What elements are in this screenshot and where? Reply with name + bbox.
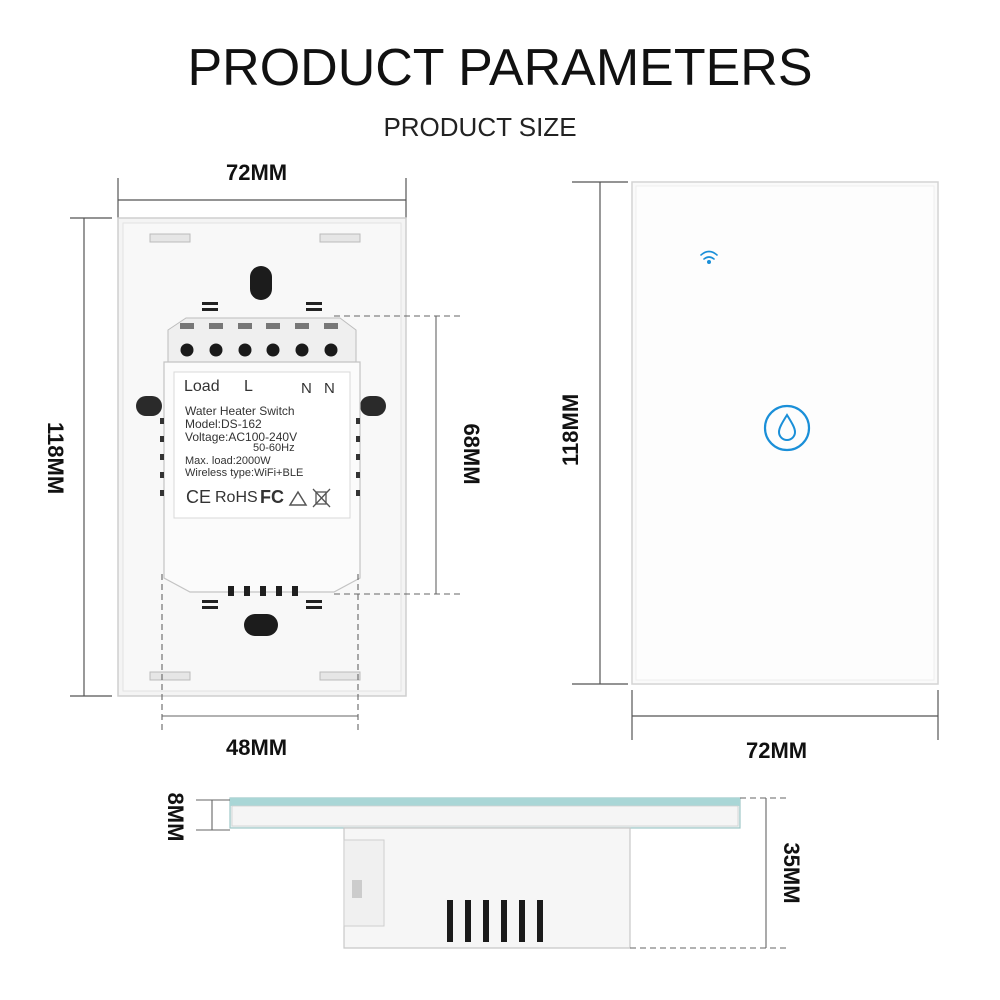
rohs-mark: RoHS	[215, 489, 258, 506]
glass-thickness-label: 8MM	[163, 792, 188, 842]
label-wireless-type: Wireless type:WiFi+BLE	[185, 467, 304, 479]
back-width-label: 72MM	[226, 160, 288, 185]
terminal-label-n2: N	[324, 380, 335, 397]
switch-module-body	[160, 361, 361, 596]
depth-dimension-line	[630, 797, 786, 949]
label-frequency: 50-60Hz	[253, 442, 295, 454]
terminal-label-n1: N	[301, 380, 312, 397]
label-max-load: Max. load:2000W	[185, 455, 271, 467]
back-height-label: 118MM	[43, 422, 68, 495]
page-title: PRODUCT PARAMETERS	[187, 39, 813, 97]
house-icon	[288, 490, 308, 506]
front-height-label: 118MM	[558, 393, 583, 466]
ce-mark: CE	[186, 487, 212, 507]
inner-height-label: 68MM	[459, 423, 484, 485]
side-view	[229, 797, 741, 949]
wifi-icon	[700, 250, 718, 264]
front-glass-panel	[631, 181, 939, 685]
back-width-dimension-line	[117, 178, 407, 218]
crossed-bin-icon	[312, 488, 331, 508]
back-height-dimension-line	[70, 217, 112, 697]
glass-thickness-dimension-line	[196, 799, 230, 831]
inner-width-label: 48MM	[226, 735, 288, 760]
front-width-dimension-line	[631, 690, 939, 740]
inner-height-dimension-line	[334, 315, 460, 595]
label-model: Model:DS-162	[185, 417, 262, 431]
front-width-label: 72MM	[746, 738, 808, 763]
label-product-name: Water Heater Switch	[185, 404, 295, 418]
terminal-label-load: Load	[184, 378, 220, 395]
label-voltage: Voltage:AC100-240V	[185, 430, 298, 444]
water-drop-icon	[763, 404, 811, 452]
depth-label: 35MM	[779, 842, 804, 904]
terminal-block	[167, 317, 357, 363]
inner-width-dimension-line	[161, 574, 359, 732]
page-subtitle: PRODUCT SIZE	[383, 112, 577, 142]
terminal-label-l: L	[244, 378, 253, 395]
front-height-dimension-line	[572, 181, 628, 685]
fc-mark: FC	[260, 487, 284, 507]
